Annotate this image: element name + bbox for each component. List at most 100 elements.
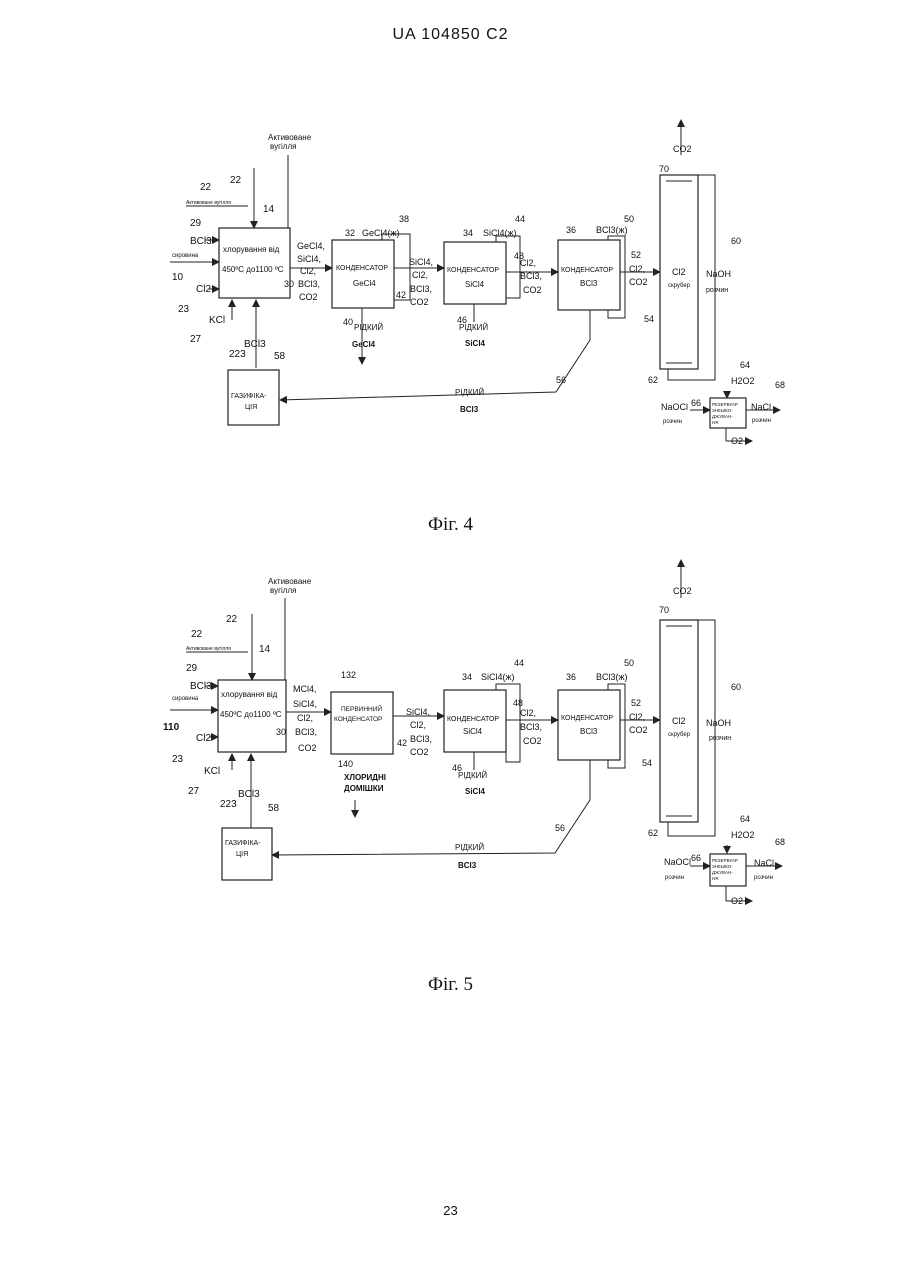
fig5-ref-30: 30 (276, 727, 286, 737)
fig5-ref-68: 68 (775, 837, 785, 847)
page-number: 23 (0, 1203, 901, 1218)
fig4-ref-60: 60 (731, 236, 741, 246)
fig4-cond2-loop (496, 236, 520, 298)
fig4-ref-54: 54 (644, 314, 654, 324)
fig5-cond3-loop (608, 684, 625, 768)
fig4-reactor-l1: РЕЗЕРВУАР (712, 402, 738, 407)
fig4-liquid-bcl3-formula: BCl3 (460, 405, 479, 414)
fig4-ref-70: 70 (659, 164, 669, 174)
fig4-input-bcl3: BCl3 (190, 236, 212, 247)
fig4-s1-4: CO2 (299, 292, 318, 302)
fig4-ref-32: 32 (345, 228, 355, 238)
fig5-reactor-l4: НЯ (712, 876, 719, 881)
figure-5-diagram: Активоване вугілля 22 22 Активоване вугі… (0, 555, 901, 955)
fig5-s3-2: CO2 (523, 736, 542, 746)
figure-4-diagram: Активоване вугілля 22 22 Активоване вугі… (0, 0, 901, 540)
fig4-ref-36: 36 (566, 225, 576, 235)
fig4-cond3-loop (608, 236, 625, 318)
fig4-scrubber-co2: CO2 (673, 144, 692, 154)
fig5-cond2-loop (496, 684, 520, 762)
fig5-s2-3: CO2 (410, 747, 429, 757)
fig5-ref-22a: 22 (226, 614, 238, 625)
fig5-input-ore: сировина (172, 696, 199, 702)
fig4-ref-14: 14 (263, 204, 275, 215)
fig5-ref-132: 132 (341, 670, 356, 680)
fig5-ref-60: 60 (731, 682, 741, 692)
fig5-cond3-recycle: BCl3(ж) (596, 672, 628, 682)
fig5-naocl-solution: розчин (665, 875, 684, 881)
fig4-s2-3: CO2 (410, 297, 429, 307)
fig4-ref-42: 42 (396, 290, 406, 300)
fig4-ref-22b: 22 (200, 182, 212, 193)
fig5-liquid-bcl3-label: РІДКИЙ (455, 843, 484, 852)
fig4-scrubber-label: скрубер (668, 283, 691, 289)
figure-5-caption: Фіг. 5 (0, 974, 901, 996)
fig5-ref-42: 42 (397, 738, 407, 748)
fig4-scrubber-gas: Cl2 (672, 267, 686, 277)
fig4-reactor-l2: ЗНЕШКО- (712, 408, 733, 413)
fig4-naocl-solution: розчин (663, 419, 682, 425)
fig5-s1-0: MCl4, (293, 684, 317, 694)
fig4-input-kcl: KCl (209, 315, 225, 326)
fig4-cond2-liquid: РІДКИЙ (459, 323, 488, 332)
fig5-chlorination-l1: хлорування від (221, 690, 278, 699)
fig5-liquid-bcl3-line (272, 760, 590, 855)
fig4-condenser-b (558, 240, 620, 310)
fig5-liquid-bcl3-formula: BCl3 (458, 861, 477, 870)
fig4-ref-52: 52 (631, 250, 641, 260)
fig5-ref-110: 110 (163, 722, 180, 733)
fig4-ref-50: 50 (624, 214, 634, 224)
fig5-s1-4: CO2 (298, 743, 317, 753)
fig5-h2o2: H2O2 (731, 830, 755, 840)
fig5-input-cl2: Cl2 (196, 733, 211, 744)
fig4-s1-0: GeCl4, (297, 241, 325, 251)
fig5-naocl: NaOCl (664, 857, 691, 867)
fig5-ref-56: 56 (555, 823, 565, 833)
fig5-o2: O2 (731, 896, 743, 906)
fig4-ref-29: 29 (190, 218, 202, 229)
fig5-reactor-l1: РЕЗЕРВУАР (712, 858, 738, 863)
fig4-bcl3-return: BCl3 (244, 339, 266, 350)
fig4-h2o2: H2O2 (731, 376, 755, 386)
fig4-reactor-l3: ДЖУВАН- (712, 414, 733, 419)
fig4-input-ore: сировина (172, 253, 199, 259)
fig4-ref-68: 68 (775, 380, 785, 390)
fig5-ref-50: 50 (624, 658, 634, 668)
fig5-primary-out2: ДОМІШКИ (344, 784, 384, 793)
fig5-ref-140: 140 (338, 759, 353, 769)
fig5-carbon-label-top2: вугілля (270, 586, 296, 595)
fig4-cond1-recycle: GeCl4(ж) (362, 228, 400, 238)
fig4-chlorination-box (219, 228, 290, 298)
fig4-ref-56: 56 (556, 375, 566, 385)
fig5-primary-l1: ПЕРВИННИЙ (341, 704, 382, 713)
fig4-s2-0: SiCl4, (409, 257, 433, 267)
fig4-carbon-label-top2: вугілля (270, 142, 296, 151)
fig4-ref-34: 34 (463, 228, 473, 238)
fig4-scrubber-solution: розчин (706, 287, 728, 294)
fig5-cond2-recycle: SiCl4(ж) (481, 672, 515, 682)
fig4-condenser-ge (332, 240, 394, 308)
fig4-ref-27: 27 (190, 334, 202, 345)
figure-4-caption: Фіг. 4 (0, 514, 901, 536)
fig4-ref-66: 66 (691, 398, 701, 408)
fig5-input-kcl: KCl (204, 766, 220, 777)
fig5-scrubber-gas: Cl2 (672, 716, 686, 726)
fig5-cond3-product: BCl3 (580, 727, 598, 736)
fig4-s2-1: Cl2, (412, 270, 428, 280)
fig5-s4-1: CO2 (629, 725, 648, 735)
fig5-cond2-liquid: РІДКИЙ (458, 771, 487, 780)
fig5-ref-64: 64 (740, 814, 750, 824)
fig4-cond2-title: КОНДЕНСАТОР (447, 267, 499, 274)
fig5-s1-3: BCl3, (295, 727, 317, 737)
fig4-cond2-product: SiCl4 (465, 280, 485, 289)
fig5-s1-1: SiCl4, (293, 699, 317, 709)
fig5-primary-l2: КОНДЕНСАТОР (334, 716, 382, 723)
fig4-ref-22a: 22 (230, 175, 242, 186)
fig4-cond1-out: GeCl4 (352, 340, 376, 349)
fig4-o2: O2 (731, 436, 743, 446)
fig4-liquid-bcl3-line (280, 310, 590, 400)
fig4-ref-223: 223 (229, 349, 246, 360)
fig5-ref-54: 54 (642, 758, 652, 768)
fig5-reactor-l3: ДЖУВАН- (712, 870, 733, 875)
fig4-ref-10: 10 (172, 272, 184, 283)
